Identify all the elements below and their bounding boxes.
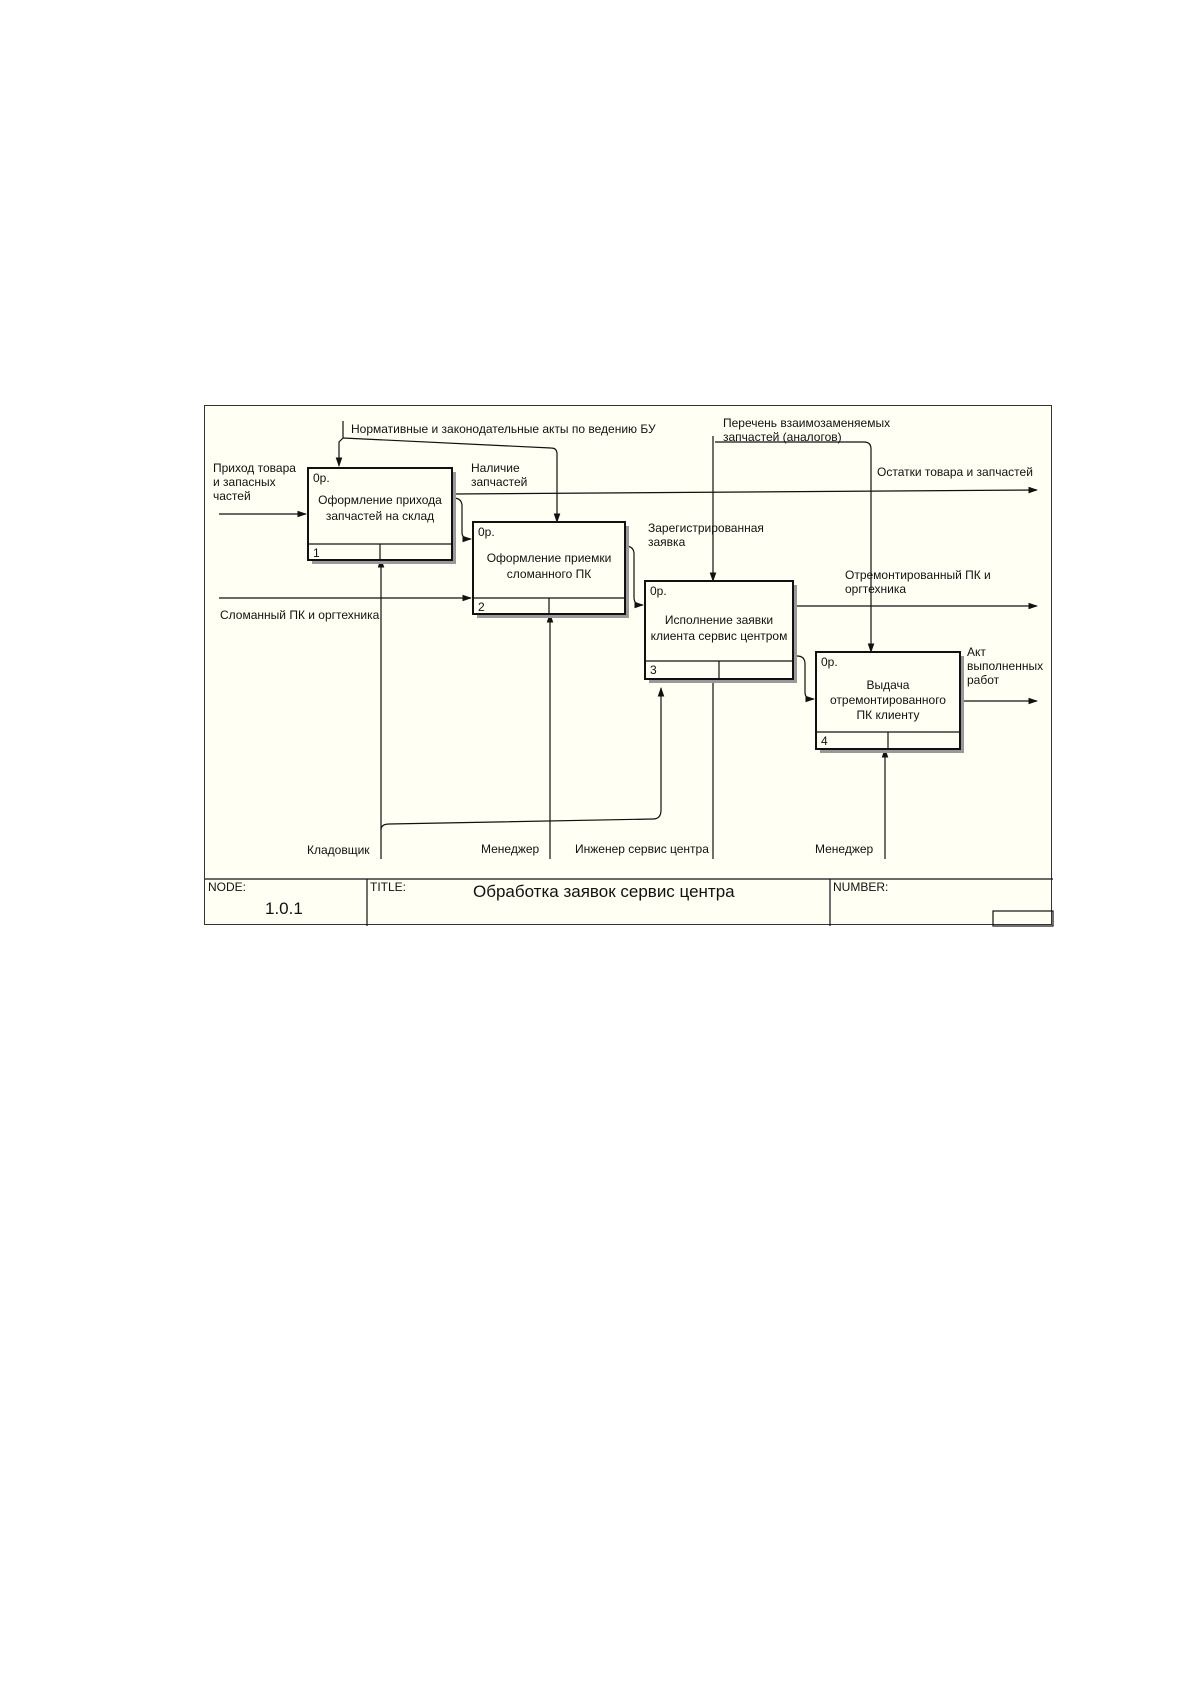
activity-box-4[interactable]: 0р. Выдача отремонтированного ПК клиенту…: [815, 651, 964, 753]
label-norm-acts: Нормативные и законодательные акты по ве…: [351, 422, 656, 436]
label-manager: Менеджер: [815, 842, 874, 856]
label-stock-left: Остатки товара и запчастей: [877, 465, 1033, 479]
label-input-goods: Приход товара: [213, 461, 296, 475]
arrow-storekeeper-to-box3: [380, 687, 665, 831]
label-storekeeper: Кладовщик: [307, 843, 370, 857]
idef0-diagram-frame: 0р. Оформление прихода запчастей на скла…: [204, 405, 1054, 927]
box-number: 4: [821, 734, 828, 748]
arrow-stock-left: [452, 486, 1038, 495]
box-number: 3: [650, 663, 657, 677]
activity-box-2[interactable]: 0р. Оформление приемки сломанного ПК 2: [472, 521, 629, 618]
label-act-completed: выполненных: [967, 659, 1043, 673]
box-label-line: отремонтированного: [830, 693, 946, 707]
box-number: 1: [313, 546, 320, 560]
label-spare-list: запчастей (аналогов): [723, 430, 842, 444]
label-availability: запчастей: [471, 475, 527, 489]
box-label-line: запчастей на склад: [326, 509, 434, 523]
activity-box-1[interactable]: 0р. Оформление прихода запчастей на скла…: [307, 467, 456, 564]
arrow-registered-to-box3: [624, 545, 644, 609]
box-number: 2: [478, 600, 485, 614]
idef0-diagram: 0р. Оформление прихода запчастей на скла…: [205, 416, 1054, 927]
node-label: NODE:: [208, 880, 246, 894]
node-value: 1.0.1: [265, 899, 303, 918]
box-cost: 0р.: [821, 655, 838, 669]
arrow-norm-acts-to-box2: [342, 437, 561, 523]
label-engineer: Инженер сервис центра: [575, 842, 709, 856]
activity-box-3[interactable]: 0р. Исполнение заявки клиента сервис цен…: [644, 580, 797, 683]
label-input-goods: и запасных: [213, 475, 276, 489]
box-label-line: ПК клиенту: [857, 708, 920, 722]
arrow-box3-to-box4: [796, 655, 815, 703]
box-cost: 0р.: [313, 471, 330, 485]
number-label: NUMBER:: [833, 880, 888, 894]
arrow-availability-to-box2: [452, 497, 472, 543]
label-registered: Зарегистрированная: [648, 521, 764, 535]
label-act-completed: Акт: [967, 645, 986, 659]
arrow-norm-acts-to-box1: [335, 421, 344, 467]
title-block: NODE: 1.0.1 TITLE: Обработка заявок серв…: [205, 878, 1054, 927]
box-label-line: Оформление приемки: [487, 551, 612, 565]
label-input-goods: частей: [213, 489, 251, 503]
box-label-line: Оформление прихода: [318, 493, 442, 507]
box-cost: 0р.: [478, 525, 495, 539]
box-label-line: сломанного ПК: [507, 567, 591, 581]
arrow-spare-list-to-box4: [715, 441, 875, 653]
box-label-line: Выдача: [867, 678, 910, 692]
label-repaired-pc: Отремонтированный ПК и: [845, 568, 991, 582]
label-spare-list: Перечень взаимозаменяемых: [723, 416, 890, 430]
label-availability: Наличие: [471, 461, 520, 475]
box-cost: 0р.: [650, 584, 667, 598]
diagram-title: Обработка заявок сервис центра: [473, 882, 735, 901]
label-manager: Менеджер: [481, 842, 540, 856]
title-label: TITLE:: [370, 880, 406, 894]
label-registered: заявка: [648, 535, 686, 549]
label-broken-pc: Сломанный ПК и оргтехника: [220, 608, 380, 622]
box-label-line: клиента сервис центром: [651, 629, 788, 643]
box-label-line: Исполнение заявки: [665, 613, 773, 627]
label-act-completed: работ: [967, 673, 1000, 687]
label-repaired-pc: оргтехника: [845, 582, 906, 596]
